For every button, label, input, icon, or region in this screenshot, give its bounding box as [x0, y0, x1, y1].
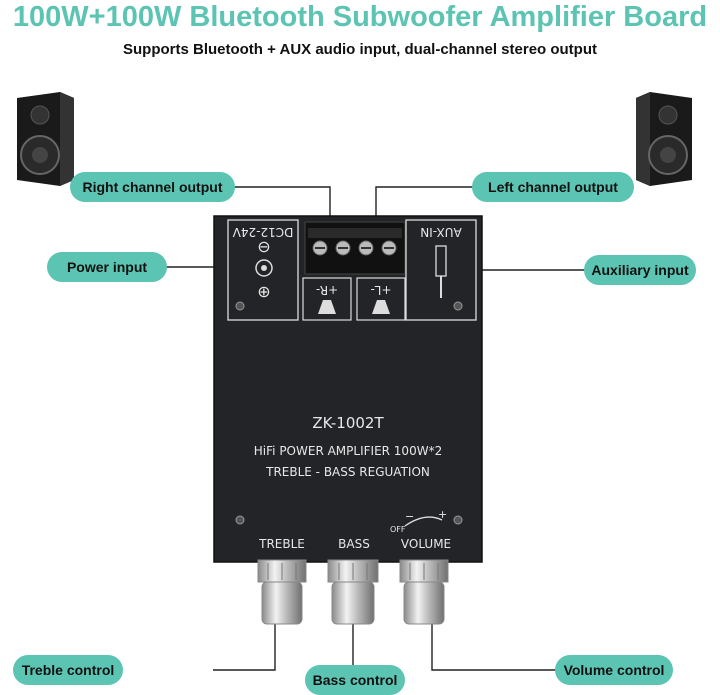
label-volume-control: Volume control [555, 655, 673, 685]
speaker-right-icon [636, 92, 692, 186]
page-subtitle: Supports Bluetooth + AUX audio input, du… [122, 41, 598, 58]
r-speaker-icon [318, 300, 336, 314]
dc-label: DC12-24V [232, 225, 293, 239]
r-mark: +R- [316, 283, 338, 297]
speaker-terminal-block [304, 221, 406, 275]
l-mark: +L- [371, 283, 392, 297]
label-left-channel: Left channel output [472, 172, 634, 202]
speaker-left-icon [17, 92, 74, 186]
board-model: ZK-1002T [312, 414, 384, 432]
dc-section [227, 219, 299, 321]
l-speaker-icon [372, 300, 390, 314]
volume-plus: + [438, 508, 447, 521]
knob-grip-lines [267, 563, 439, 580]
r-output-box [302, 277, 352, 321]
label-right-channel: Right channel output [70, 172, 235, 202]
knob-label-volume: VOLUME [401, 537, 451, 551]
aux-section [405, 219, 477, 321]
leader-left-channel [375, 186, 479, 225]
label-power-input: Power input [47, 252, 167, 282]
label-bass-control: Bass control [305, 665, 405, 695]
aux-label: AUX-IN [420, 225, 461, 239]
leader-right-channel [228, 186, 331, 225]
knob-label-treble: TREBLE [258, 537, 305, 551]
label-aux-input: Auxiliary input [584, 255, 696, 285]
board-line2: TREBLE - BASS REGUATION [265, 465, 430, 479]
knob-label-bass: BASS [338, 537, 370, 551]
board-screws [235, 301, 463, 525]
bass-knob[interactable] [327, 559, 379, 625]
volume-off: OFF [390, 525, 406, 534]
board-line1: HiFi POWER AMPLIFIER 100W*2 [254, 444, 442, 458]
label-treble-control: Treble control [13, 655, 123, 685]
l-output-box [356, 277, 406, 321]
volume-minus: − [405, 510, 414, 523]
dc-jack-icon [255, 259, 273, 277]
dc-minus: ⊖ [257, 237, 270, 256]
dc-plus: ⊕ [257, 282, 270, 301]
volume-arc [404, 516, 443, 527]
leader-volume [431, 592, 558, 671]
page-title: 100W+100W Bluetooth Subwoofer Amplifier … [12, 1, 708, 33]
